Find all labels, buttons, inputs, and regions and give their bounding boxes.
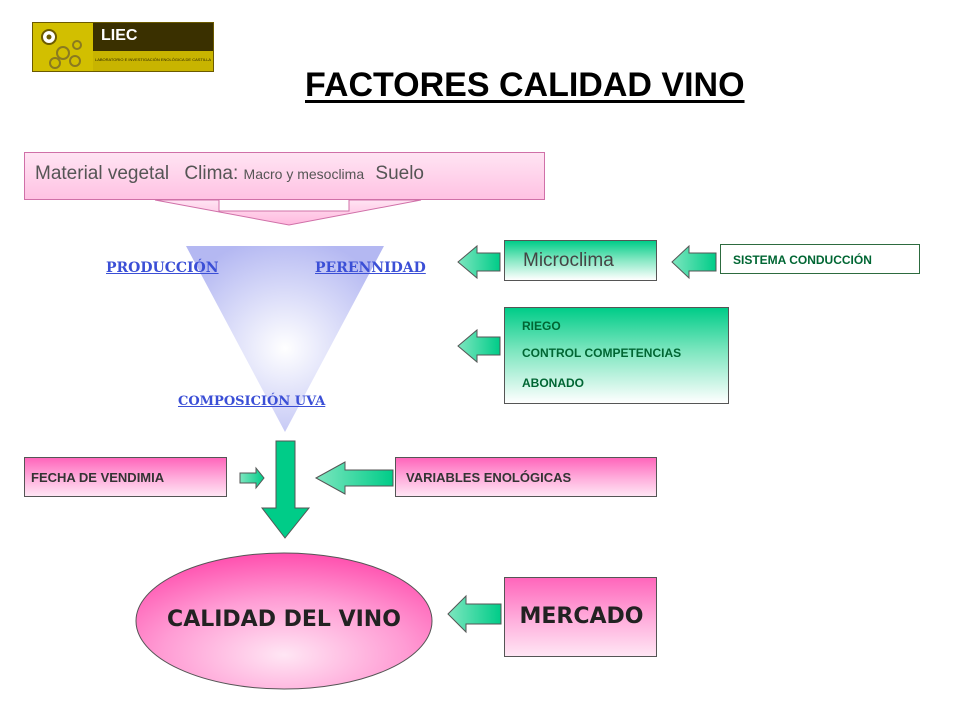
practices-box: RIEGO CONTROL COMPETENCIAS ABONADO — [504, 307, 729, 404]
uva-triangle — [186, 246, 384, 432]
mercado-left-arrow — [447, 594, 502, 634]
sistema-label: SISTEMA CONDUCCIÓN — [733, 253, 872, 267]
material-vegetal-label: Material vegetal — [35, 163, 170, 184]
fecha-right-arrow — [239, 466, 265, 490]
fecha-label: FECHA DE VENDIMIA — [31, 470, 165, 485]
mercado-label: MERCADO — [519, 604, 644, 629]
sistema-box: SISTEMA CONDUCCIÓN — [720, 244, 920, 274]
practice-abonado: ABONADO — [522, 376, 584, 390]
logo-emblem-icon — [33, 23, 93, 71]
microclima-box: Microclima — [504, 240, 657, 281]
logo-name-band — [93, 23, 213, 51]
logo-subtitle: LABORATORIO E INVESTIGACIÓN ENOLÓGICA DE… — [95, 57, 212, 62]
macro-label: Macro y mesoclima — [243, 166, 365, 182]
variables-left-arrow — [314, 461, 394, 495]
top-factors-box: Material vegetal Clima: Macro y mesoclim… — [24, 152, 545, 200]
practices-left-arrow — [457, 328, 501, 364]
microclima-label: Microclima — [523, 250, 614, 271]
microclima-left-arrow — [457, 244, 501, 280]
top-factors-text: Material vegetal Clima: Macro y mesoclim… — [35, 163, 424, 185]
logo: LIEC LABORATORIO E INVESTIGACIÓN ENOLÓGI… — [32, 22, 214, 72]
main-down-arrow — [260, 440, 311, 539]
logo-name: LIEC — [101, 27, 138, 44]
calidad-ellipse — [135, 552, 433, 690]
sistema-left-arrow — [671, 244, 717, 280]
page-title: FACTORES CALIDAD VINO — [305, 66, 745, 104]
produccion-label: PRODUCCIÓN — [106, 260, 219, 276]
clima-label: Clima: — [184, 163, 239, 184]
fecha-box: FECHA DE VENDIMIA — [24, 457, 227, 497]
practice-riego: RIEGO — [522, 319, 561, 333]
perennidad-label: PERENNIDAD — [315, 260, 426, 276]
mercado-box: MERCADO — [504, 577, 657, 657]
top-down-arrow — [154, 199, 422, 226]
calidad-label: CALIDAD DEL VINO — [167, 607, 401, 632]
variables-box: VARIABLES ENOLÓGICAS — [395, 457, 657, 497]
variables-label: VARIABLES ENOLÓGICAS — [406, 470, 572, 485]
practice-control: CONTROL COMPETENCIAS — [522, 346, 682, 360]
suelo-label: Suelo — [375, 163, 425, 184]
composicion-label: COMPOSICIÓN UVA — [178, 394, 326, 409]
